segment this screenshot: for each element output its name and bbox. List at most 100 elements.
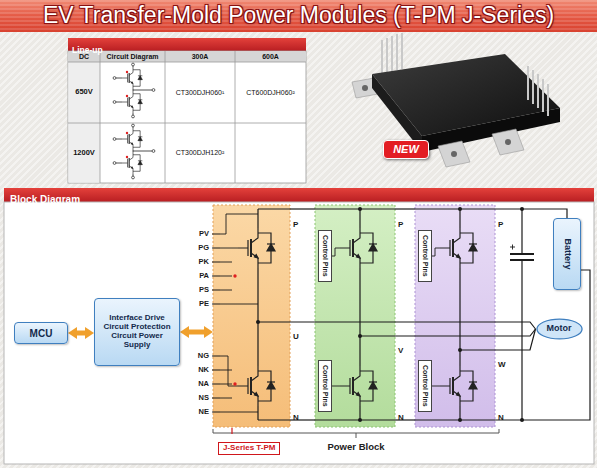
circuit-wire: [395, 208, 415, 209]
module-photo: [382, 33, 402, 76]
block-diagram-art: [4, 188, 594, 464]
lineup-table-art: [68, 38, 306, 183]
text-slot: Motor: [536, 318, 583, 340]
power-block-circuit: [415, 209, 495, 420]
table-header-cell: 300A: [192, 53, 209, 61]
box-label: Control Pins: [321, 235, 329, 277]
title-banner-art: [0, 0, 597, 32]
group-label: Power Block: [327, 442, 384, 452]
control-pins-box: Control Pins: [418, 230, 432, 282]
module-photo: [492, 129, 524, 155]
block-diagram-art: [4, 202, 594, 464]
text-slot: V: [398, 339, 403, 357]
power-block-circuit: [440, 366, 477, 406]
pin-name: NK: [198, 366, 209, 374]
module-circuit: [238, 366, 275, 406]
title-banner-art: [0, 0, 597, 32]
circuit-wire: [495, 270, 590, 420]
circuit-wire: [395, 329, 536, 336]
box-label: Interface Drive Circuit Protection Circu…: [99, 314, 175, 349]
text-slot: Control Pins: [419, 231, 431, 281]
lineup-table-art: [68, 51, 305, 62]
label-slot: Circuit Diagram: [100, 51, 165, 62]
capacitor-symbol: [510, 245, 515, 250]
signal-arrow: [77, 331, 85, 336]
signal-arrow: [189, 330, 204, 335]
terminal-label: W: [498, 361, 506, 370]
pin-name: NS: [199, 394, 209, 402]
lineup-table-art: [113, 124, 155, 179]
section-title: Block Diagram: [10, 194, 80, 205]
motor-ellipse: Motor: [536, 318, 583, 340]
new-badge: NEW: [383, 140, 429, 159]
control-pins-box: Control Pins: [318, 360, 332, 412]
text-slot: Battery: [554, 219, 580, 289]
module-circuit: [220, 214, 258, 412]
module-circuit: [212, 234, 220, 412]
terminal-label: N: [293, 414, 299, 423]
table-header-cell: DC: [79, 53, 89, 61]
terminal-label: N: [498, 414, 504, 423]
text-slot: P: [498, 213, 503, 231]
label-slot: NA: [182, 379, 209, 389]
power-block-circuit: [458, 348, 462, 352]
part-number-cell: CT300DJH060¹: [176, 89, 225, 97]
label-slot: NK: [182, 365, 209, 375]
box-label: Motor: [547, 324, 572, 334]
pin-name: PE: [199, 300, 209, 308]
table-header-cell: 600A: [262, 53, 279, 61]
label-slot: PA: [182, 271, 209, 281]
module-photo: [352, 33, 560, 167]
power-block-circuit: [358, 334, 362, 338]
terminal-label: P: [398, 221, 403, 230]
box-label: Control Pins: [421, 365, 429, 407]
block-diagram-art: [415, 205, 495, 427]
module-circuit: [238, 228, 275, 268]
text-slot: N: [398, 406, 404, 424]
power-block-circuit: [358, 207, 362, 211]
power-block-circuit: [315, 209, 395, 420]
part-number-cell: CT300DJH120²: [176, 149, 225, 157]
label-slot: PK: [182, 257, 209, 267]
label-slot: 600A: [235, 51, 306, 62]
text-slot: U: [293, 325, 299, 343]
pin-name: PV: [199, 230, 209, 238]
label-slot: NS: [182, 393, 209, 403]
text-slot: J-Series T-PM: [218, 436, 280, 455]
control-pins-box: Control Pins: [418, 360, 432, 412]
box-label: MCU: [30, 328, 53, 339]
phase-block: PVNControl PinsControl Pins: [315, 205, 395, 427]
module-circuit: [212, 209, 290, 420]
box-label: Control Pins: [321, 365, 329, 407]
text-slot: Block Diagram: [10, 189, 80, 207]
power-block-circuit: [340, 366, 377, 406]
callout-label: J-Series T-PM: [218, 442, 280, 455]
mcu-box: MCU: [14, 322, 68, 344]
label-slot: PE: [182, 299, 209, 309]
module-photo: [451, 151, 457, 157]
label-slot: 300A: [165, 51, 235, 62]
voltage-cell: 1200V: [73, 149, 95, 157]
group-bracket: [213, 429, 499, 438]
label-slot: CT300DJH060¹: [165, 62, 235, 123]
battery-box: Battery: [553, 218, 581, 290]
lineup-table: Line-up: [68, 38, 306, 183]
ellipse-outline: [536, 319, 581, 339]
circuit-wire: [290, 208, 315, 209]
module-circuit: [256, 320, 260, 324]
text-slot: Control Pins: [319, 231, 331, 281]
pin-name: PS: [199, 286, 209, 294]
power-block-circuit: [315, 207, 495, 422]
text-slot: P: [398, 213, 403, 231]
power-block-circuit: [440, 228, 477, 268]
block-diagram-art: [4, 188, 594, 202]
terminal-label: V: [398, 347, 403, 356]
interface-box: Interface Drive Circuit Protection Circu…: [94, 298, 180, 366]
lineup-table-art: [68, 51, 306, 183]
power-block-group: Power Block J-Series T-PM P U N P V N Control Pi…: [206, 203, 506, 457]
block-diagram-panel: Block DiagramMCU Interface Drive Circuit …: [4, 188, 594, 464]
pin-name: NE: [199, 408, 209, 416]
label-slot: PV: [182, 229, 209, 239]
control-pins-box: Control Pins: [318, 230, 332, 282]
